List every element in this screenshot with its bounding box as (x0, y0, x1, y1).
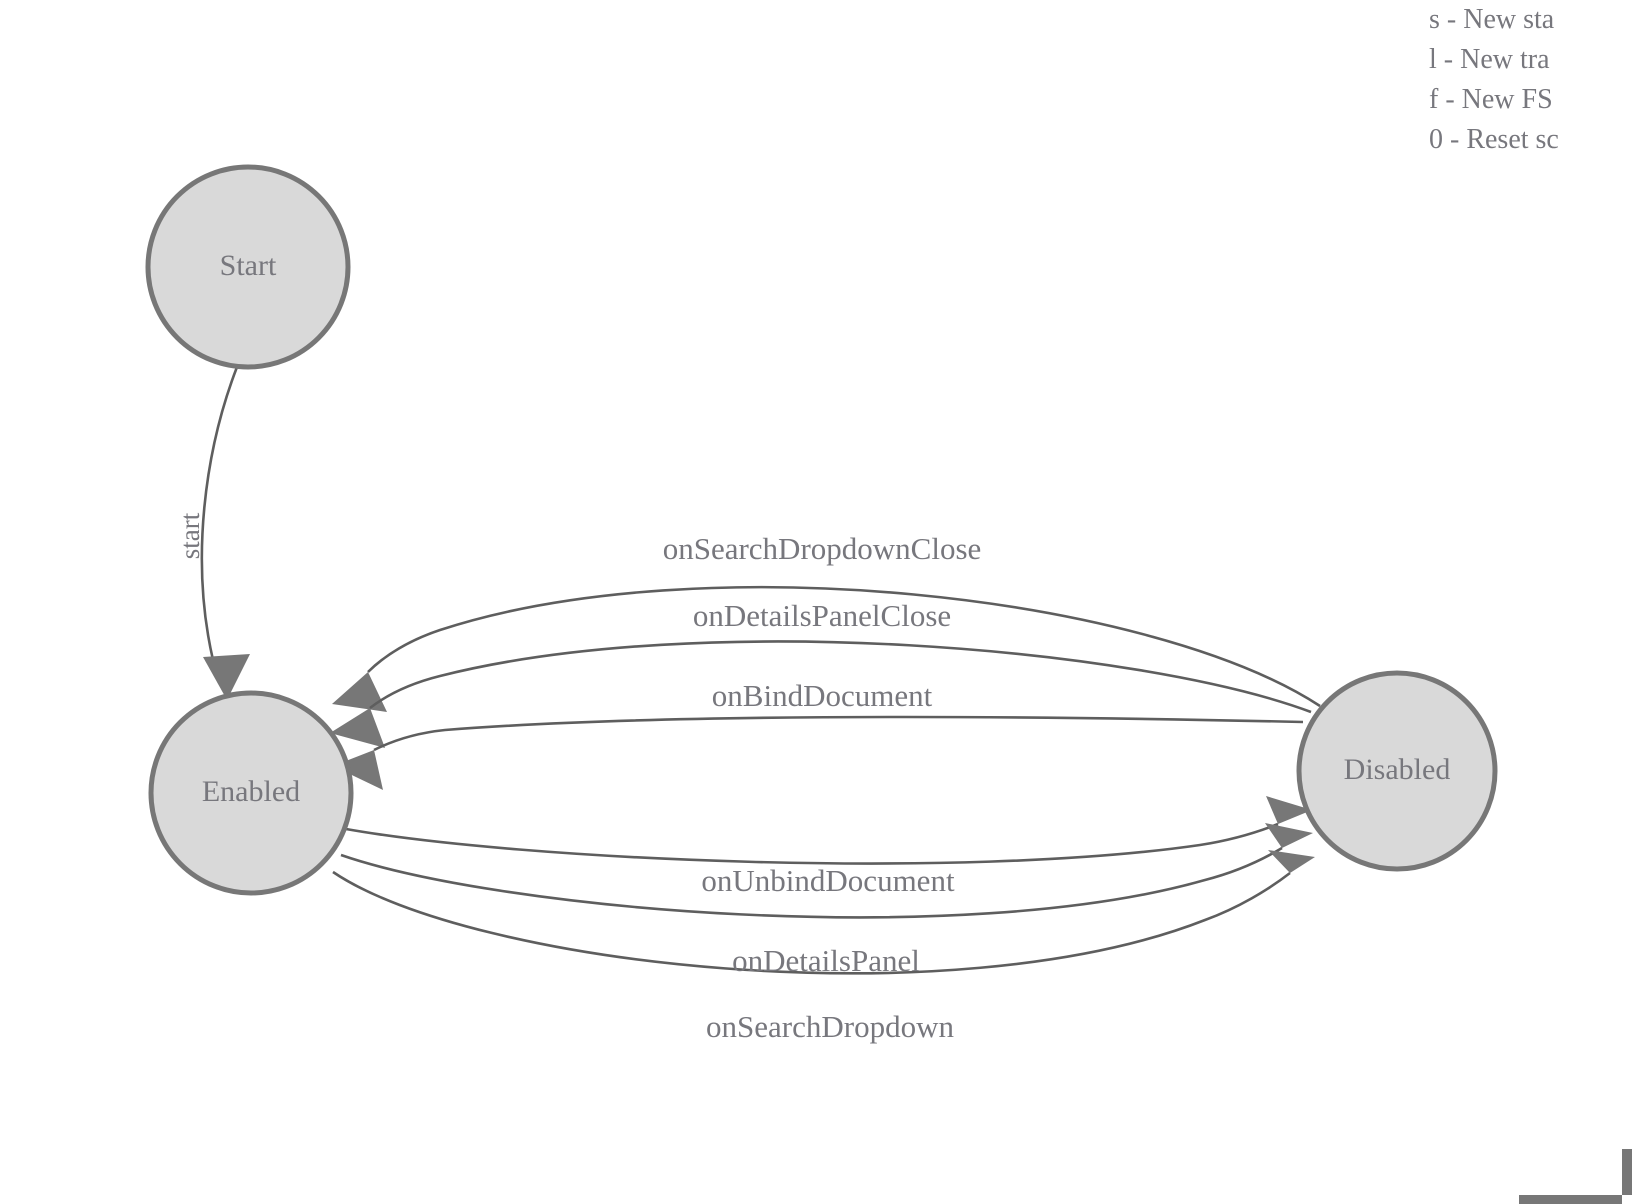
edge-group-disabled-to-enabled (330, 585, 1321, 790)
edge-onBindDocument[interactable] (373, 715, 1304, 752)
edge-label-onSearchDropdown: onSearchDropdown (706, 1009, 954, 1044)
arrowhead-onDetailsPanelClose (330, 708, 385, 748)
arrowhead-onUnbindDocument (1266, 796, 1312, 824)
arrowhead-onDetailsPanel (1265, 823, 1313, 848)
node-disabled-circle[interactable] (1296, 670, 1498, 872)
edge-label-onSearchDropdownClose: onSearchDropdownClose (663, 531, 982, 566)
node-enabled[interactable]: Enabled (148, 690, 354, 896)
node-disabled[interactable]: Disabled (1296, 670, 1498, 872)
edge-label-onDetailsPanel: onDetailsPanel (732, 943, 920, 978)
edge-group-enabled-to-disabled (332, 796, 1315, 975)
node-start[interactable]: Start (145, 164, 351, 370)
edge-group-start-to-enabled (200, 366, 250, 700)
edge-onSearchDropdown[interactable] (332, 870, 1291, 975)
edge-onDetailsPanelClose[interactable] (369, 640, 1312, 714)
node-start-label: Start (220, 249, 277, 282)
node-enabled-label: Enabled (202, 775, 300, 808)
arrowhead-onBindDocument (333, 750, 383, 790)
edge-onSearchDropdownClose[interactable] (367, 585, 1321, 708)
node-disabled-label: Disabled (1344, 753, 1451, 786)
edge-label-start: start (175, 512, 205, 559)
edge-label-onDetailsPanelClose: onDetailsPanelClose (693, 598, 951, 633)
arrowhead-start (203, 654, 250, 700)
node-start-circle[interactable] (145, 164, 351, 370)
scrollbar-corner (1622, 1195, 1632, 1204)
node-enabled-circle[interactable] (148, 690, 354, 896)
arrowhead-onSearchDropdown (1268, 850, 1315, 873)
edge-label-onUnbindDocument: onUnbindDocument (701, 863, 955, 898)
arrowhead-onSearchDropdownClose (332, 672, 387, 712)
horizontal-scrollbar-thumb[interactable] (1519, 1195, 1622, 1204)
edge-start[interactable] (200, 366, 239, 661)
vertical-scrollbar-thumb[interactable] (1622, 1149, 1632, 1195)
edge-label-onBindDocument: onBindDocument (712, 678, 933, 713)
edge-onUnbindDocument[interactable] (345, 822, 1279, 865)
edge-onDetailsPanel[interactable] (340, 846, 1283, 919)
